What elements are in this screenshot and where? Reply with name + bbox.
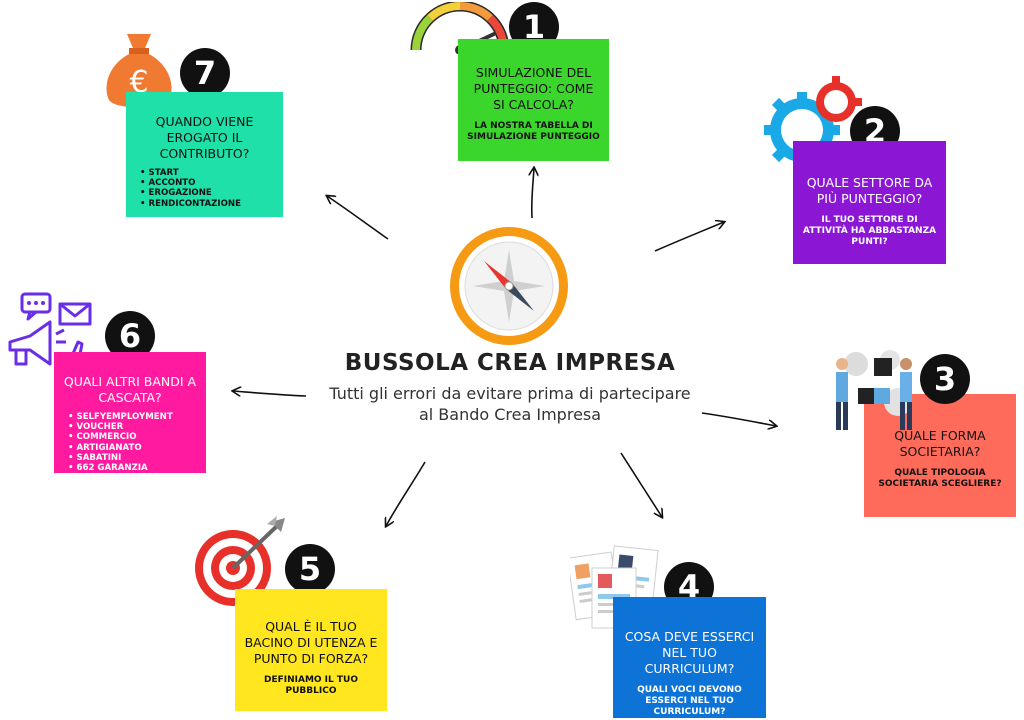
list-item: START bbox=[140, 168, 275, 178]
step-2-subtitle: IL TUO SETTORE DI ATTIVITÀ HA ABBASTANZA… bbox=[802, 215, 937, 247]
list-item: VOUCHER bbox=[68, 422, 198, 432]
list-item: ACCONTO bbox=[140, 178, 275, 188]
step-number-3: 3 bbox=[920, 354, 970, 404]
step-box-2: QUALE SETTORE DA PIÙ PUNTEGGIO? IL TUO S… bbox=[793, 141, 946, 264]
svg-text:€: € bbox=[129, 65, 148, 100]
step-5-subtitle: DEFINIAMO IL TUO PUBBLICO bbox=[263, 675, 359, 696]
step-7-list: START ACCONTO EROGAZIONE RENDICONTAZIONE bbox=[134, 168, 275, 209]
arrow-to-4 bbox=[620, 452, 662, 517]
compass-icon bbox=[450, 227, 568, 345]
list-item: SABATINI bbox=[68, 453, 198, 463]
list-item: SELFYEMPLOYMENT bbox=[68, 412, 198, 422]
step-box-1: SIMULAZIONE DEL PUNTEGGIO: COME SI CALCO… bbox=[458, 39, 609, 161]
page-subtitle: Tutti gli errori da evitare prima di par… bbox=[300, 383, 720, 425]
step-number-7: 7 bbox=[180, 48, 230, 98]
list-item: 662 GARANZIA bbox=[68, 463, 198, 473]
step-box-6: QUALI ALTRI BANDI A CASCATA? SELFYEMPLOY… bbox=[54, 352, 206, 473]
step-number-5: 5 bbox=[285, 544, 335, 594]
step-box-3: QUALE FORMA SOCIETARIA? QUALE TIPOLOGIA … bbox=[864, 394, 1016, 517]
step-4-subtitle: QUALI VOCI DEVONO ESSERCI NEL TUO CURRIC… bbox=[637, 685, 742, 717]
step-6-question: QUALI ALTRI BANDI A CASCATA? bbox=[63, 374, 197, 405]
step-box-7: QUANDO VIENE EROGATO IL CONTRIBUTO? STAR… bbox=[126, 92, 283, 217]
gears-icon bbox=[764, 76, 862, 168]
step-7-question: QUANDO VIENE EROGATO IL CONTRIBUTO? bbox=[155, 114, 254, 161]
list-item: RENDICONTAZIONE bbox=[140, 199, 275, 209]
target-icon bbox=[195, 516, 285, 606]
arrow-to-7 bbox=[327, 196, 389, 240]
subtitle-line-2: al Bando Crea Impresa bbox=[418, 405, 602, 424]
step-box-5: QUAL È IL TUO BACINO DI UTENZA E PUNTO D… bbox=[235, 589, 387, 711]
arrow-to-6 bbox=[233, 391, 307, 397]
step-5-question: QUAL È IL TUO BACINO DI UTENZA E PUNTO D… bbox=[244, 619, 378, 666]
step-6-list: SELFYEMPLOYMENT VOUCHER COMMERCIO ARTIGI… bbox=[62, 412, 198, 473]
step-1-question: SIMULAZIONE DEL PUNTEGGIO: COME SI CALCO… bbox=[473, 65, 594, 112]
list-item: EROGAZIONE bbox=[140, 188, 275, 198]
step-2-question: QUALE SETTORE DA PIÙ PUNTEGGIO? bbox=[806, 175, 933, 206]
arrow-to-5 bbox=[386, 461, 426, 526]
subtitle-line-1: Tutti gli errori da evitare prima di par… bbox=[329, 384, 691, 403]
step-box-4: COSA DEVE ESSERCI NEL TUO CURRICULUM? QU… bbox=[613, 597, 766, 718]
list-item: ARTIGIANATO bbox=[68, 443, 198, 453]
step-3-question: QUALE FORMA SOCIETARIA? bbox=[894, 428, 986, 459]
arrow-to-1 bbox=[532, 168, 534, 219]
team-puzzle-icon bbox=[836, 350, 912, 430]
list-item: COMMERCIO bbox=[68, 432, 198, 442]
step-3-subtitle: QUALE TIPOLOGIA SOCIETARIA SCEGLIERE? bbox=[878, 468, 1002, 489]
step-4-question: COSA DEVE ESSERCI NEL TUO CURRICULUM? bbox=[624, 629, 755, 676]
arrow-to-2 bbox=[654, 222, 724, 252]
page-title: BUSSOLA CREA IMPRESA bbox=[344, 350, 676, 376]
arrow-to-3 bbox=[701, 412, 776, 426]
step-1-subtitle: LA NOSTRA TABELLA DI SIMULAZIONE PUNTEGG… bbox=[467, 121, 600, 142]
